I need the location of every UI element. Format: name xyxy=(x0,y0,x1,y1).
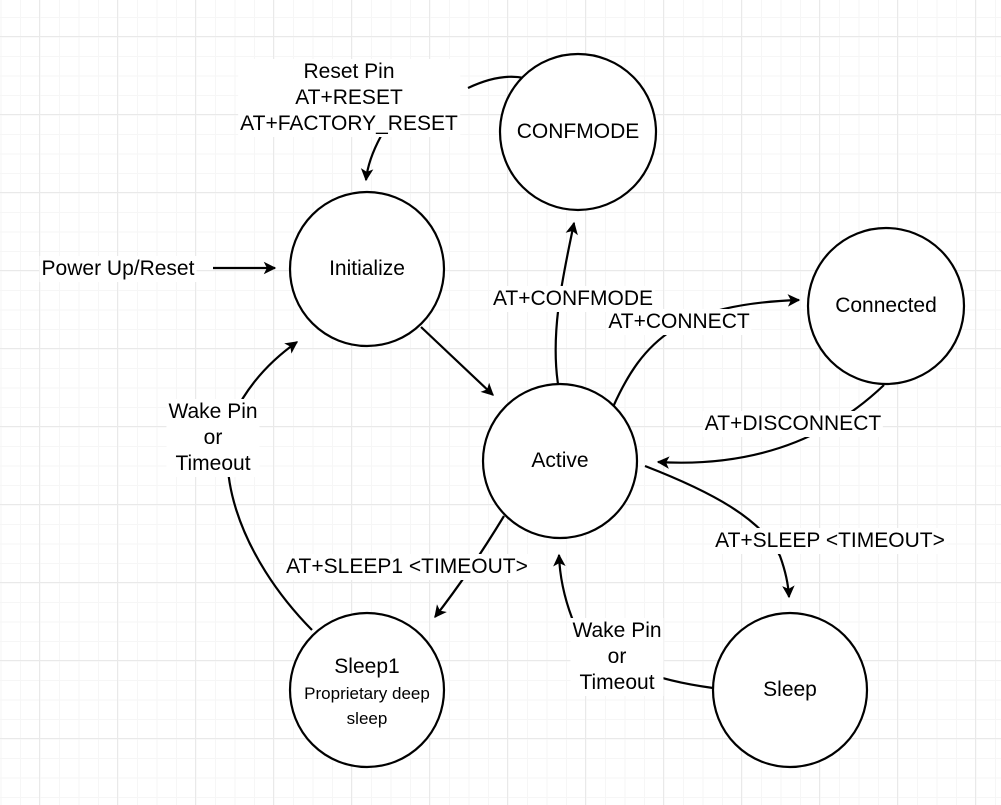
edge-initialize-to-active[interactable] xyxy=(420,326,494,396)
label-at-disconnect[interactable]: AT+DISCONNECT xyxy=(702,411,884,437)
edge-sleep1-to-initialize[interactable] xyxy=(226,341,313,631)
state-sleep-label[interactable]: Sleep xyxy=(763,678,817,701)
label-reset-line1: Reset Pin xyxy=(303,60,395,83)
label-reset-line3: AT+FACTORY_RESET xyxy=(240,112,458,135)
label-wake-right-line2: or xyxy=(607,645,627,668)
label-at-sleep1[interactable]: AT+SLEEP1 <TIMEOUT> xyxy=(284,554,530,580)
state-sleep-circle[interactable] xyxy=(711,611,869,769)
label-reset-line2: AT+RESET xyxy=(295,86,403,109)
state-active-circle[interactable] xyxy=(481,382,639,540)
state-sleep1-subtitle-line1: Proprietary deep xyxy=(304,684,430,703)
state-confmode-circle[interactable] xyxy=(498,52,658,212)
state-sleep1-label[interactable]: Sleep1 Proprietary deep sleep xyxy=(304,653,430,731)
edge-reset-to-initialize[interactable] xyxy=(360,135,382,182)
label-wake-left-line3: Timeout xyxy=(175,452,251,475)
label-wake-right-line3: Timeout xyxy=(579,671,655,694)
label-at-confmode[interactable]: AT+CONFMODE xyxy=(490,286,656,312)
label-wake-left[interactable]: Wake Pin or Timeout xyxy=(166,399,260,477)
label-wake-right[interactable]: Wake Pin or Timeout xyxy=(570,618,664,696)
state-sleep1-subtitle-line2: sleep xyxy=(346,709,388,728)
state-initialize-label[interactable]: Initialize xyxy=(329,257,405,280)
state-connected-label[interactable]: Connected xyxy=(835,294,937,317)
state-connected-circle[interactable] xyxy=(806,226,966,386)
state-sleep1-circle[interactable] xyxy=(288,611,446,769)
state-initialize-circle[interactable] xyxy=(288,190,446,348)
label-reset-transition[interactable]: Reset Pin AT+RESET AT+FACTORY_RESET xyxy=(238,59,460,137)
label-power-up[interactable]: Power Up/Reset xyxy=(39,256,197,282)
label-at-sleep[interactable]: AT+SLEEP <TIMEOUT> xyxy=(713,528,947,554)
edge-confmode-to-reset-label[interactable] xyxy=(467,75,525,89)
state-confmode-label[interactable]: CONFMODE xyxy=(516,120,640,143)
label-wake-left-line1: Wake Pin xyxy=(168,400,258,423)
label-wake-right-line1: Wake Pin xyxy=(572,619,662,642)
label-wake-left-line2: or xyxy=(203,426,223,449)
edge-connected-to-active[interactable] xyxy=(656,384,885,469)
state-active-label[interactable]: Active xyxy=(531,449,589,472)
state-sleep1-title: Sleep1 xyxy=(334,655,400,678)
label-at-connect[interactable]: AT+CONNECT xyxy=(606,309,752,335)
